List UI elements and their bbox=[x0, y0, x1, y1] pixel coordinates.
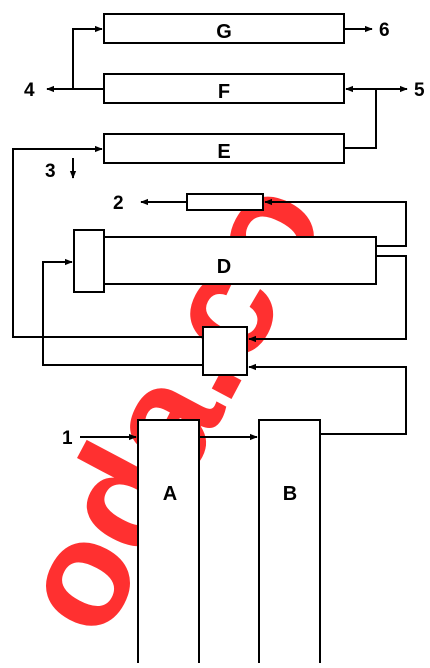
b-to-mixer-line bbox=[248, 363, 407, 435]
mixer-box bbox=[202, 326, 248, 376]
unit-g-label: G bbox=[216, 21, 232, 43]
small-unit-box bbox=[186, 193, 264, 211]
f-to-g-line bbox=[72, 25, 104, 90]
unit-f-box bbox=[103, 73, 345, 104]
stream-6-label: 6 bbox=[379, 20, 390, 41]
stream-2-label: 2 bbox=[113, 193, 124, 214]
unit-f-label: F bbox=[218, 81, 230, 103]
column-b-box bbox=[258, 419, 321, 668]
d-to-small-unit-line bbox=[264, 198, 407, 247]
unit-d-box bbox=[103, 236, 377, 285]
stream-1-label: 1 bbox=[62, 428, 73, 449]
column-a-box bbox=[137, 419, 200, 668]
mixer-to-e-line bbox=[12, 145, 203, 338]
mixer-to-d-line bbox=[42, 258, 203, 366]
e-to-f-line bbox=[344, 85, 377, 149]
unit-a-label: A bbox=[163, 483, 177, 505]
unit-g-box bbox=[103, 13, 345, 44]
unit-d-head-box bbox=[73, 229, 105, 293]
d-to-mixer-line bbox=[248, 255, 407, 343]
stream-5-label: 5 bbox=[414, 80, 425, 101]
unit-e-label: E bbox=[217, 141, 230, 163]
stream-4-label: 4 bbox=[24, 80, 35, 101]
unit-b-label: B bbox=[283, 483, 297, 505]
unit-d-label: D bbox=[217, 256, 231, 278]
unit-e-box bbox=[103, 133, 345, 164]
stream-3-label: 3 bbox=[45, 161, 56, 182]
